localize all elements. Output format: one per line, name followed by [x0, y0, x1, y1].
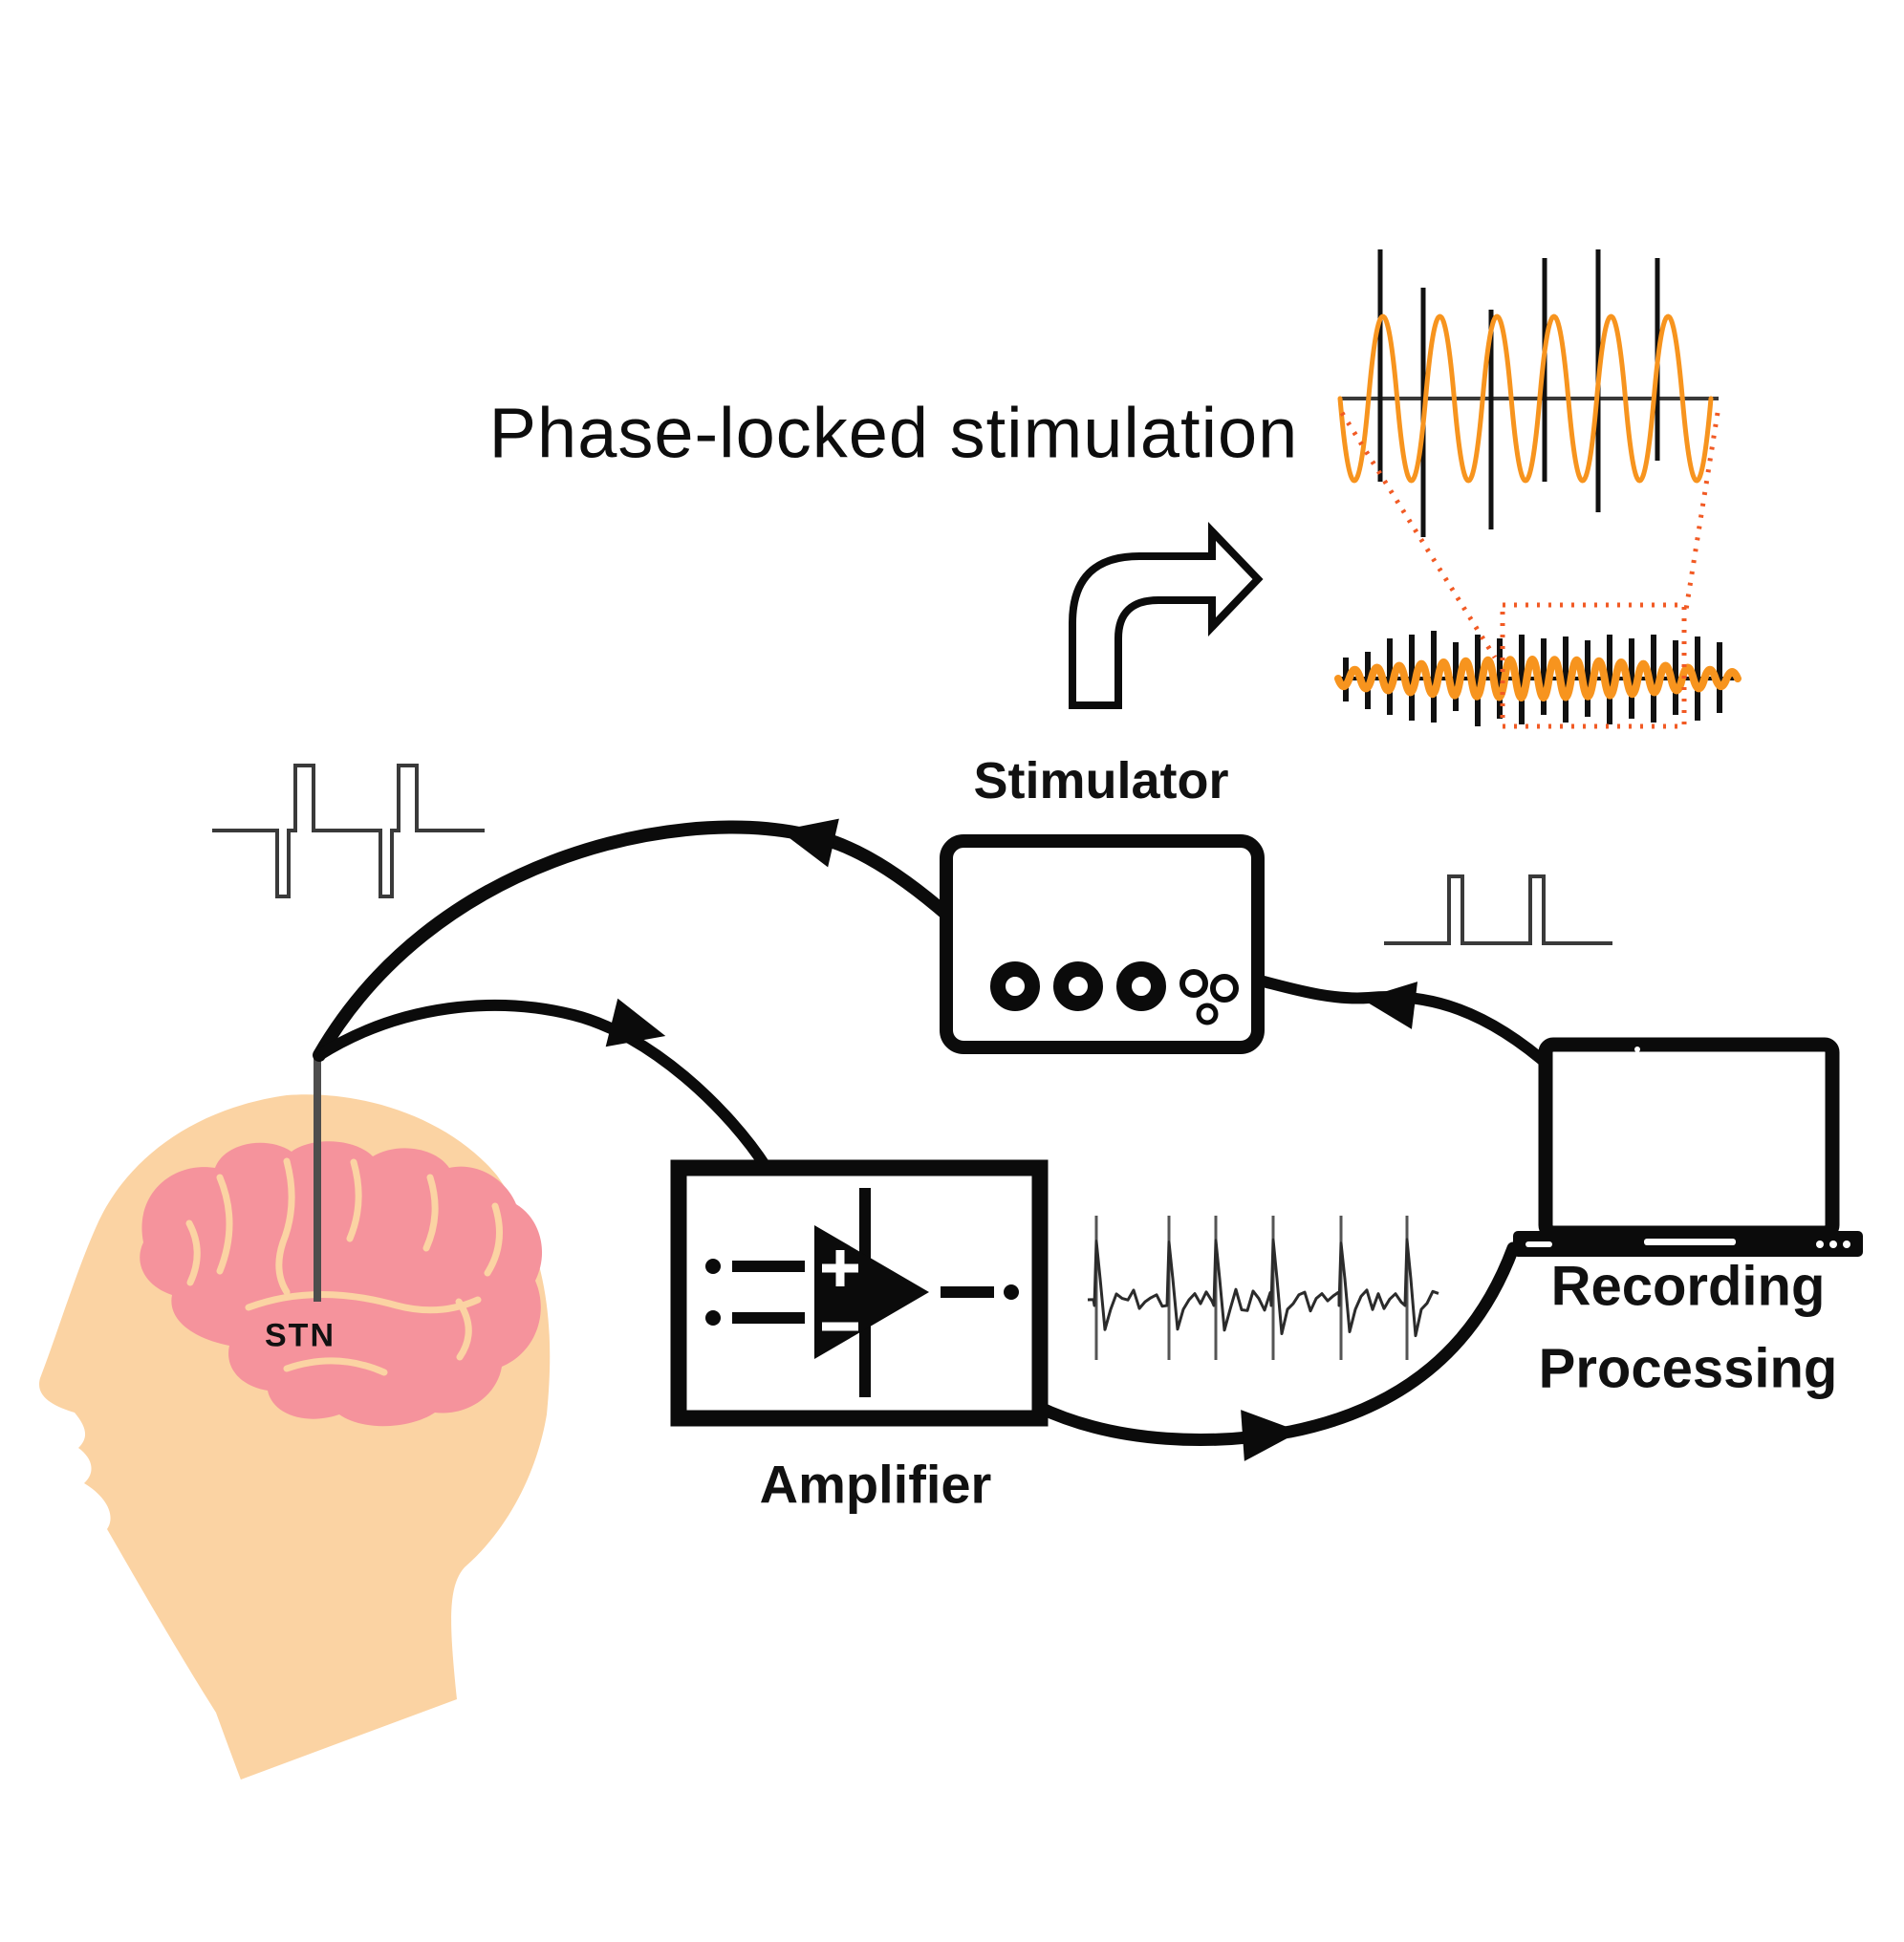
- arrowhead-to-amplifier: [605, 998, 666, 1047]
- knob-icon: [1116, 961, 1166, 1011]
- laptop-base-dot: [1816, 1241, 1824, 1248]
- port-icon: [1210, 974, 1239, 1003]
- opamp-plus-minus: [822, 1250, 858, 1331]
- stn-label: STN: [265, 1317, 335, 1354]
- phase-locked-zoom-plot-icon: [1334, 249, 1742, 729]
- port-icon: [1179, 969, 1208, 998]
- brain-icon: [140, 1141, 543, 1427]
- neural-recording-icon: [1087, 1216, 1439, 1360]
- zoom-callout-line-left: [1339, 411, 1498, 659]
- inset-zoom-callout: [1339, 411, 1720, 729]
- arrowhead-to-laptop: [1241, 1410, 1300, 1461]
- laptop-base-dash: [1525, 1241, 1552, 1247]
- biphasic-pulse-icon: [212, 764, 485, 898]
- knob-icon: [990, 961, 1040, 1011]
- arrow-stimulator-to-electrode: [313, 820, 955, 1062]
- laptop-trackpad-slot: [1644, 1239, 1736, 1245]
- arrowhead-to-electrode: [779, 818, 839, 868]
- laptop-camera-dot: [1634, 1047, 1640, 1052]
- turn-right-arrow-icon: [1069, 522, 1264, 709]
- port-icon: [1196, 1003, 1219, 1025]
- arrowhead-to-stimulator: [1361, 982, 1418, 1029]
- amplifier-opamp-icon: [670, 1159, 1049, 1427]
- recording-label: Recording: [1550, 1255, 1826, 1318]
- brain-sulci-lines: [185, 1157, 503, 1376]
- knob-icon: [1053, 961, 1103, 1011]
- opamp-output-dot: [1004, 1284, 1019, 1300]
- zoom-callout-line-right: [1683, 412, 1720, 611]
- arrow-electrode-to-amplifier: [314, 1000, 772, 1174]
- inset-compressed-signal: [1334, 631, 1742, 726]
- opamp-input-dot: [705, 1310, 721, 1326]
- laptop-icon: [1513, 1037, 1863, 1257]
- stimulator-knobs: [990, 961, 1239, 1025]
- zoom-callout-box: [1500, 602, 1687, 729]
- opamp-input-dot: [705, 1259, 721, 1274]
- stimulator-label: Stimulator: [973, 752, 1229, 809]
- laptop-base-dot: [1843, 1241, 1850, 1248]
- stimulator-box-icon: [940, 834, 1265, 1054]
- amplifier-label: Amplifier: [759, 1454, 992, 1515]
- monophasic-pulse-icon: [1384, 874, 1612, 945]
- loop-arrowheads: [605, 818, 1418, 1461]
- figure-title: Phase-locked stimulation: [488, 393, 1299, 473]
- processing-label: Processing: [1538, 1337, 1838, 1400]
- inset-zoomed-signal: [1337, 249, 1714, 537]
- laptop-base-dot: [1829, 1241, 1837, 1248]
